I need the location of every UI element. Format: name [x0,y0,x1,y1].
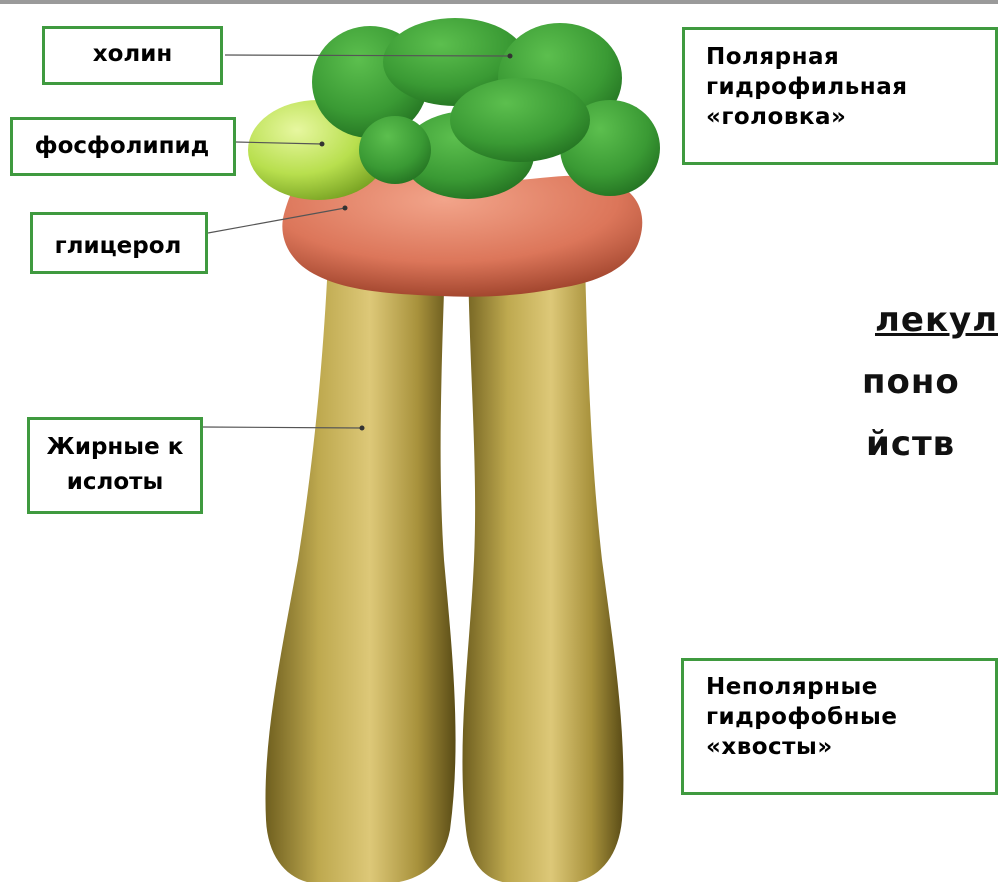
leader-dot-phospholipid [320,142,325,147]
label-choline: холин [42,38,223,71]
label-phospholipid: фосфолипид [30,130,214,163]
leader-dot-fatty-acids [360,426,365,431]
leader-dot-glycerol [343,206,348,211]
fatty-acid-tail-left [265,262,455,882]
label-fatty-acids: Жирные кислоты [40,430,190,500]
fatty-acid-tail-right [462,262,623,882]
label-polar-head: Полярная гидрофильная «головка» [706,42,986,132]
label-glycerol: глицерол [52,226,184,266]
label-nonpolar-tails: Неполярные гидрофобные «хвосты» [706,672,976,762]
leader-dot-choline [508,54,513,59]
